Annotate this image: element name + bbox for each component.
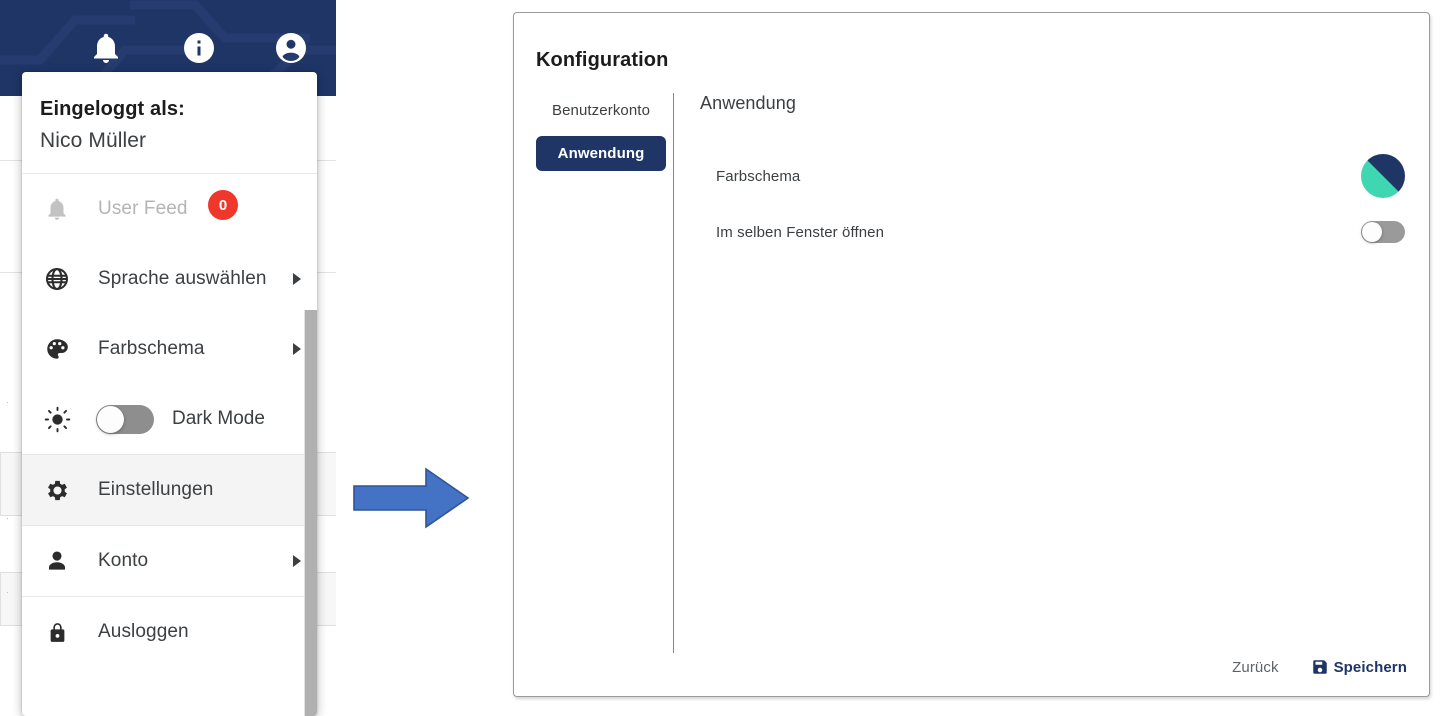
toggle-knob [97,405,124,433]
save-button-label: Speichern [1333,658,1407,676]
dark-mode-toggle[interactable] [96,404,154,434]
chevron-right-icon [293,555,301,567]
account-icon[interactable] [273,30,309,66]
menu-item-farbschema[interactable]: Farbschema [22,314,317,384]
menu-item-label: User Feed [98,198,188,219]
menu-item-label: Konto [98,550,149,571]
setting-row-farbschema: Farbschema [700,154,1405,198]
menu-item-sprache-auswaehlen[interactable]: Sprache auswählen [22,244,317,314]
tab-benutzerkonto[interactable]: Benutzerkonto [551,102,651,119]
setting-label: Farbschema [716,167,801,185]
person-icon [40,546,74,576]
menu-item-label: Einstellungen [98,479,214,500]
menu-item-konto[interactable]: Konto [22,526,317,596]
divider [22,596,317,597]
menu-item-einstellungen[interactable]: Einstellungen [22,455,317,525]
configuration-panel: Konfiguration Benutzerkonto Anwendung An… [513,12,1430,697]
vertical-divider [673,93,674,653]
menu-scrollbar[interactable] [304,310,317,716]
logged-in-label: Eingeloggt als: [40,98,185,120]
user-account-menu: Eingeloggt als: Nico Müller User Feed 0 … [22,72,317,716]
lock-icon [40,617,74,647]
flow-arrow-icon [353,467,470,529]
back-button[interactable]: Zurück [1232,658,1279,676]
chart-tick: · [6,514,9,523]
divider [22,173,317,174]
bell-icon [40,194,74,224]
menu-item-label: Dark Mode [172,408,265,429]
info-icon[interactable] [181,30,217,66]
header-icon-bar [0,30,336,70]
menu-item-user-feed[interactable]: User Feed 0 [22,174,317,244]
config-nav: Benutzerkonto Anwendung [536,93,666,179]
menu-item-label: Sprache auswählen [98,268,267,289]
menu-item-ausloggen[interactable]: Ausloggen [22,597,317,667]
gear-icon [40,475,74,505]
save-button[interactable]: Speichern [1311,658,1407,676]
toggle-knob [1362,222,1382,242]
sun-icon [40,404,74,434]
chevron-right-icon [293,273,301,285]
menu-item-label: Farbschema [98,338,205,359]
menu-item-label: Ausloggen [98,621,189,642]
page-title: Konfiguration [536,49,669,71]
divider [22,454,317,455]
menu-header: Eingeloggt als: Nico Müller [22,72,317,173]
menu-item-dark-mode[interactable]: Dark Mode [22,384,317,454]
chevron-right-icon [293,343,301,355]
color-scheme-swatch[interactable] [1361,154,1405,198]
divider [22,525,317,526]
save-disk-icon [1312,660,1327,674]
section-title: Anwendung [700,93,796,113]
status-badge: 0 [208,190,238,220]
chart-tick: · [6,398,9,407]
palette-icon [40,334,74,364]
tab-anwendung[interactable]: Anwendung [536,136,666,171]
setting-label: Im selben Fenster öffnen [716,223,885,241]
config-footer: Zurück Speichern [1232,658,1407,676]
chart-tick: · [6,588,9,597]
same-window-toggle[interactable] [1361,221,1405,243]
setting-row-im-selben-fenster-oeffnen: Im selben Fenster öffnen [700,210,1405,254]
bell-icon[interactable] [88,30,124,66]
user-name: Nico Müller [40,129,147,152]
globe-icon [40,264,74,294]
config-content: Anwendung Farbschema Im selben Fenster ö… [700,93,1405,254]
